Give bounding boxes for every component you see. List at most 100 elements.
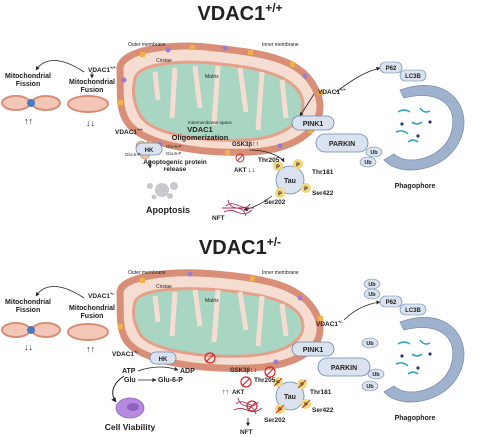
arrow-to-fission-b — [35, 286, 85, 299]
svg-text:Ub: Ub — [368, 292, 376, 298]
ub-bottom-5: Ub — [363, 288, 381, 300]
svg-text:Ub: Ub — [366, 384, 374, 390]
arrow-atp-adp — [137, 366, 179, 372]
hk-pill-bottom: HK — [149, 351, 177, 365]
svg-text:LC3B: LC3B — [405, 74, 421, 80]
intermembrane-label: Intermembrane space — [188, 120, 232, 125]
p62-pill-top: P62 — [379, 61, 403, 74]
phagophore-icon-top — [383, 84, 465, 171]
svg-text:P: P — [304, 187, 308, 193]
arrow-vdac-pink1 — [299, 93, 315, 117]
vdac1-label-c: VDAC1+/+ — [318, 87, 346, 96]
outer-membrane-label-b: Outer membrane — [128, 270, 166, 276]
ser202-label-b: Ser202 — [264, 417, 286, 424]
fusion-mito-icon-bottom — [67, 323, 109, 341]
inhibit-icon-slash — [236, 154, 244, 162]
fission-mito-icon-bottom — [1, 322, 61, 338]
adp-label: ADP — [180, 368, 195, 375]
atp-label: ATP — [122, 368, 136, 375]
fusion-down-arrows: ↓↓ — [86, 118, 95, 128]
svg-text:P: P — [278, 408, 282, 414]
svg-text:HK: HK — [159, 357, 168, 363]
ub-bottom-4: Ub — [363, 278, 381, 290]
arrow-to-p62-bottom — [343, 300, 381, 321]
svg-text:PINK1: PINK1 — [303, 347, 324, 354]
svg-text:P: P — [296, 163, 300, 169]
ub-bottom-1: Ub — [361, 337, 379, 349]
arrow-tau-nft — [243, 195, 273, 212]
vdac1-label-a-b: VDAC1+/- — [88, 291, 115, 300]
hk-pill-top: HK — [135, 142, 163, 156]
lc3b-pill-top: LC3B — [399, 69, 427, 82]
inhibit-icon-b1 — [204, 352, 216, 364]
vdac1-label-b: VDAC1+/+ — [115, 127, 143, 136]
svg-text:HK: HK — [145, 148, 154, 154]
ub-top-1: Ub — [365, 146, 383, 158]
svg-text:Ub: Ub — [370, 150, 378, 156]
svg-text:LC3B: LC3B — [405, 308, 421, 314]
gsk-label-b: GSK3β — [230, 368, 250, 374]
cristae-label: Cristae — [156, 58, 172, 64]
cristae-label-b: Cristae — [156, 284, 172, 290]
svg-text:PARKIN: PARKIN — [329, 141, 355, 148]
tau-complex-bottom: Tau P P P P — [273, 377, 311, 414]
svg-text:P: P — [300, 383, 304, 389]
glu6p-label-2: Glu-6-P — [166, 151, 182, 156]
arrow-to-fission — [35, 60, 85, 73]
inner-membrane-label: Inner membrane — [262, 42, 299, 48]
akt-arrows: ↓↓ — [248, 167, 255, 174]
top-title: VDAC1+/+ — [197, 1, 282, 25]
svg-text:PINK1: PINK1 — [303, 121, 324, 128]
gsk-arrows-b: ↓↓ — [250, 367, 257, 374]
svg-text:Ub: Ub — [368, 282, 376, 288]
nft-label-b: NFT — [240, 429, 253, 436]
apoptosis-label: Apoptosis — [146, 205, 190, 215]
ser202-label: Ser202 — [264, 199, 286, 206]
svg-text:P: P — [276, 381, 280, 387]
glu6p-label-3: Glu-6-P — [125, 152, 141, 157]
pink1-pill-bottom: PINK1 — [291, 341, 335, 357]
cell-viability-label: Cell Viability — [105, 422, 156, 432]
arrow-gsk-tau — [249, 149, 285, 163]
nft-tangle-icon — [222, 199, 254, 217]
vdac1-label-c-b: VDAC1+/- — [316, 319, 343, 328]
svg-text:Tau: Tau — [284, 178, 296, 185]
glu6p-label-1: Glu-6-P — [166, 144, 182, 149]
outer-membrane-label: Outer membrane — [128, 42, 166, 48]
phagophore-icon-bottom — [383, 316, 465, 403]
inhibit-icon — [235, 153, 245, 163]
nft-label: NFT — [212, 215, 225, 222]
ser422-label-b: Ser422 — [312, 407, 334, 414]
thr181-label: Thr181 — [312, 169, 334, 176]
fission-up-arrows: ↑↑ — [24, 116, 33, 126]
svg-text:PARKIN: PARKIN — [331, 365, 357, 372]
svg-text:Tau: Tau — [284, 394, 296, 401]
thr205-label: Thr205 — [258, 157, 280, 164]
arrow-to-viability — [111, 375, 125, 403]
svg-text:P: P — [276, 165, 280, 171]
thr205-label-b: Thr205 — [254, 377, 276, 384]
gsk-arrows: ↑↑ — [252, 141, 259, 148]
akt-arrows-b: ↑↑ — [222, 389, 229, 396]
glu6p-label-b: Glu-6-P — [158, 377, 183, 384]
phagophore-label-top: Phagophore — [395, 183, 436, 190]
ub-bottom-3: Ub — [361, 380, 379, 392]
svg-text:Ub: Ub — [364, 160, 372, 166]
nft-tangle-icon-bottom — [233, 397, 263, 415]
glu-label: Glu — [124, 377, 136, 384]
svg-text:Ub: Ub — [372, 372, 380, 378]
akt-label: AKT — [234, 168, 247, 174]
inhibit-icon-b2 — [264, 366, 276, 378]
arrow-to-p62-top — [335, 66, 381, 93]
svg-text:Ub: Ub — [366, 341, 374, 347]
phagophore-label-bottom: Phagophore — [395, 415, 436, 422]
top-panel: VDAC1+/+ Outer membrane Inner membrane C… — [1, 1, 465, 222]
parkin-pill-top: PARKIN — [315, 133, 369, 153]
